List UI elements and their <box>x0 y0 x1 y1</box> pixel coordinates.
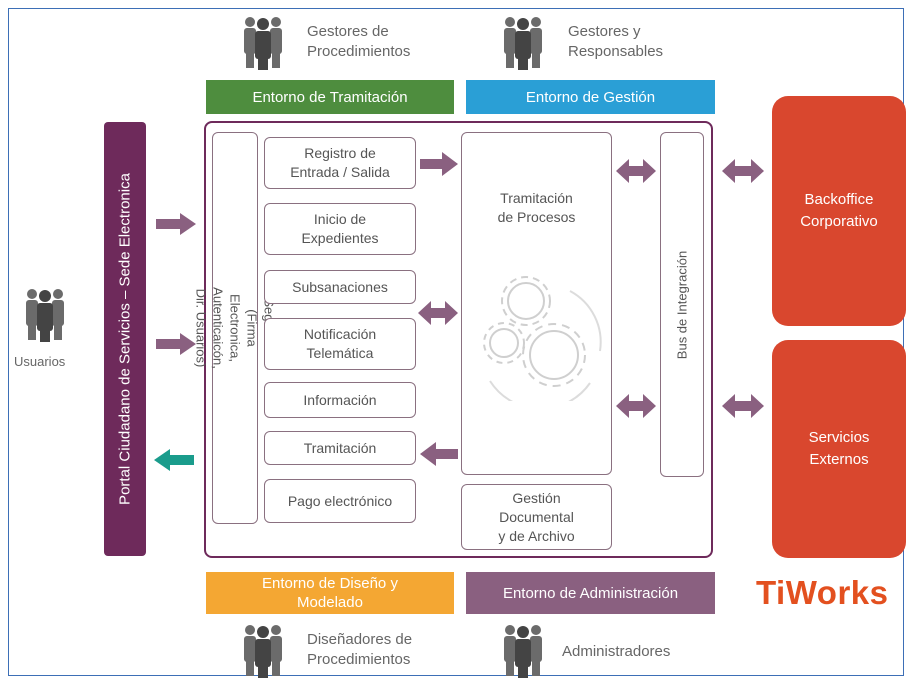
entorno-administracion: Entorno de Administración <box>466 572 715 614</box>
arrow-right-icon <box>156 213 196 235</box>
double-arrow-icon <box>616 394 656 418</box>
entorno-diseno: Entorno de Diseño y Modelado <box>206 572 454 614</box>
bus-integracion-box: Bus de Integración <box>660 132 704 477</box>
arrow-right-icon <box>420 152 458 176</box>
double-arrow-icon <box>722 159 764 183</box>
gestores-responsables-label: Gestores y Responsables <box>568 23 664 60</box>
seguridad-box: Seguridad (Firma Electronica, Autenticai… <box>194 132 277 524</box>
gestion-documental-box: Gestión Documental y de Archivo <box>461 484 612 550</box>
people-icon <box>504 625 542 678</box>
service-inicio-expedientes: Inicio de Expedientes <box>264 203 416 255</box>
servicios-externos: Servicios Externos <box>772 340 906 558</box>
diagram-frame <box>8 8 904 676</box>
backoffice-corporativo: Backoffice Corporativo <box>772 96 906 326</box>
tramitacion-procesos-label: Tramitación de Procesos <box>497 190 576 225</box>
people-icon <box>504 17 542 70</box>
entorno-gestion: Entorno de Gestión <box>466 80 715 114</box>
double-arrow-icon <box>616 159 656 183</box>
tramitacion-procesos-box: Tramitación de Procesos <box>461 132 612 475</box>
service-tramitacion: Tramitación <box>264 431 416 465</box>
service-subsanaciones: Subsanaciones <box>264 270 416 304</box>
gestores-procedimientos-label: Gestores de Procedimientos <box>307 23 411 60</box>
arrow-left-icon <box>420 442 458 466</box>
gears-icon <box>483 276 602 401</box>
people-icon <box>244 17 282 70</box>
administradores-label: Administradores <box>562 643 671 660</box>
service-pago: Pago electrónico <box>264 479 416 523</box>
tiworks-logo: TiWorks <box>756 574 889 611</box>
service-registro: Registro de Entrada / Salida <box>264 137 416 189</box>
double-arrow-icon <box>418 301 458 325</box>
people-icon <box>26 289 64 342</box>
disenadores-label: Diseñadores de Procedimientos <box>307 631 413 668</box>
people-icon <box>244 625 282 678</box>
double-arrow-icon <box>722 394 764 418</box>
service-notificacion: Notificación Telemática <box>264 318 416 370</box>
usuarios-label: Usuarios <box>14 354 66 369</box>
arrow-left-icon <box>154 449 194 471</box>
main-container <box>204 121 713 558</box>
arrow-right-icon <box>156 333 196 355</box>
portal-label: Portal Ciudadano de Servicios – Sede Ele… <box>116 173 134 505</box>
service-informacion: Información <box>264 382 416 418</box>
entorno-tramitacion: Entorno de Tramitación <box>206 80 454 114</box>
portal-ciudadano: Portal Ciudadano de Servicios – Sede Ele… <box>104 122 146 556</box>
bus-integracion-label: Bus de Integración <box>674 250 690 359</box>
